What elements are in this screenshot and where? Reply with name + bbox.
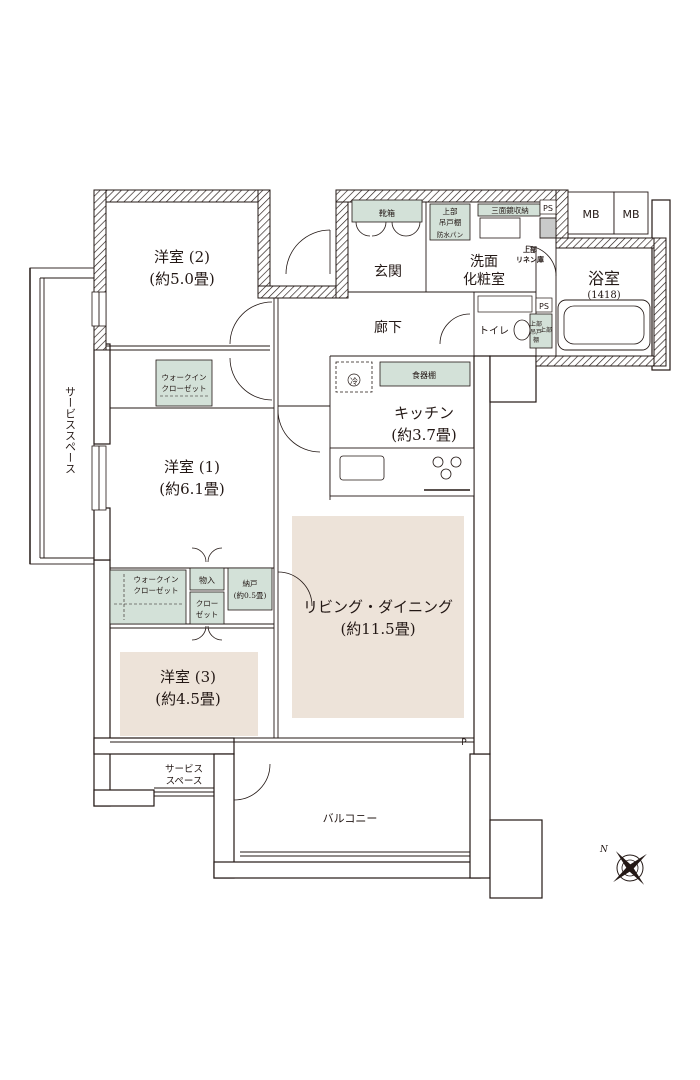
nando xyxy=(227,567,273,611)
closet3-line1: クロー xyxy=(196,599,219,608)
windows xyxy=(91,291,470,857)
living-name: リビング・ダイニング xyxy=(303,598,453,616)
service-space-bottom-line2: スペース xyxy=(166,776,203,787)
corridor-name: 廊下 xyxy=(374,319,402,336)
linen-line1: 上部 xyxy=(523,245,537,254)
balcony-name: バルコニー xyxy=(323,812,378,825)
service-space-bottom-line1: サービス xyxy=(165,764,203,775)
meter-boxes xyxy=(567,191,649,235)
outer-walls xyxy=(93,199,671,899)
wic1-line1: ウォークイン xyxy=(134,575,179,584)
monoire xyxy=(189,567,225,591)
kitchen-name: キッチン xyxy=(394,404,454,422)
bedroom1-size: (約6.1畳) xyxy=(159,480,225,498)
upper-cabinet-line1: 上部 xyxy=(443,206,458,216)
pantry xyxy=(379,361,471,387)
wic-bedroom2 xyxy=(155,359,213,407)
pantry-label: 食器棚 xyxy=(412,370,436,380)
entrance-name: 玄関 xyxy=(374,263,402,280)
washroom-name-2: 化粧室 xyxy=(463,271,505,288)
bedroom1-name: 洋室 (1) xyxy=(164,458,220,476)
bedroom3-floor-highlight xyxy=(120,652,258,736)
bousui-pan-label: 防水パン xyxy=(437,230,463,239)
shoe-cabinet-label: 靴箱 xyxy=(379,208,395,218)
toilet-upper-left-2: 吊戸 xyxy=(530,329,542,336)
mb-label-2: MB xyxy=(622,208,639,221)
north-label: N xyxy=(599,845,609,855)
closet3-line2: ゼット xyxy=(196,609,219,619)
kitchen-size: (約3.7畳) xyxy=(391,426,457,444)
wic2-line2: クローゼット xyxy=(162,383,207,393)
mb-label-1: MB xyxy=(582,208,599,221)
bedroom2-name: 洋室 (2) xyxy=(154,248,210,266)
toilet-upper-left-3: 棚 xyxy=(533,336,539,344)
bedroom3-name: 洋室 (3) xyxy=(160,668,216,686)
monoire-label: 物入 xyxy=(199,575,215,585)
symbol-labels: PS PS MB MB P 冷 xyxy=(350,199,640,748)
linen-line2: リネン庫 xyxy=(516,255,544,264)
upper-cabinet xyxy=(429,203,471,241)
toilet-name: トイレ xyxy=(479,326,509,337)
mirror-storage-label: 三面鏡収納 xyxy=(491,205,529,215)
refrigerator-label: 冷 xyxy=(350,376,358,386)
nando-line1: 納戸 xyxy=(243,578,258,588)
service-space-left-text: サービススペース xyxy=(64,386,77,474)
compass-icon: N xyxy=(599,845,647,885)
wic2-line1: ウォークイン xyxy=(162,373,207,382)
bottom-service-space-area xyxy=(154,787,214,797)
bedroom3-size: (約4.5畳) xyxy=(155,690,221,708)
nando-line2: (約0.5畳) xyxy=(234,590,267,600)
p-label: P xyxy=(461,738,467,748)
wic-bedroom1 xyxy=(109,569,187,625)
storage-labels: ウォークイン クローゼット ウォークイン クローゼット 物入 クロー ゼット 納… xyxy=(134,205,553,619)
doors xyxy=(191,221,557,801)
ps-label-top: PS xyxy=(543,204,553,213)
toilet-upper-left-1: 上部 xyxy=(530,320,542,328)
bath-name: 浴室 xyxy=(588,269,620,288)
bath-size: (1418) xyxy=(587,290,620,301)
interior-walls xyxy=(106,202,557,743)
upper-cabinet-line2: 吊戸棚 xyxy=(439,217,462,227)
living-floor-highlight xyxy=(292,516,464,718)
ps-label-toilet: PS xyxy=(539,302,549,311)
fixtures xyxy=(329,217,651,497)
service-space-left-label: サービススペース xyxy=(64,386,77,474)
hatched-walls xyxy=(93,189,667,367)
shoe-cabinet xyxy=(351,199,423,223)
bedroom2-size: (約5.0畳) xyxy=(149,270,215,288)
closet-bedroom3 xyxy=(189,591,225,625)
toilet-upper-right: 上部 xyxy=(540,326,552,334)
washroom-name-1: 洗面 xyxy=(470,254,498,270)
storage-units xyxy=(109,199,553,625)
living-size: (約11.5畳) xyxy=(340,620,415,638)
left-service-space-area xyxy=(29,267,95,565)
room-labels: 洋室 (2) (約5.0畳) 洋室 (1) (約6.1畳) 洋室 (3) (約4… xyxy=(149,248,620,825)
wic1-line2: クローゼット xyxy=(134,585,179,595)
